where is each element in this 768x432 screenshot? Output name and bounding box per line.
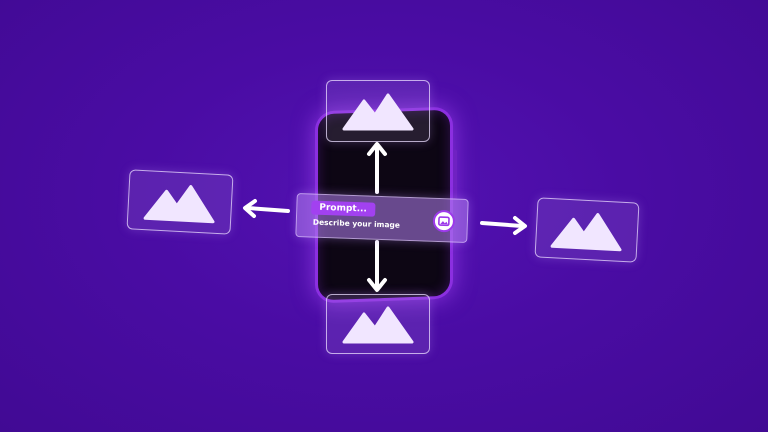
mountain-image-icon — [143, 185, 215, 224]
prompt-bar[interactable]: Prompt... Describe your image — [295, 193, 469, 243]
mountain-image-icon — [342, 306, 414, 344]
image-card-top — [326, 80, 430, 142]
generate-button[interactable] — [432, 209, 456, 233]
arrow-up-icon — [367, 142, 387, 194]
arrow-down-icon — [367, 240, 387, 292]
prompt-input-text[interactable]: Describe your image — [312, 217, 401, 230]
image-generate-icon — [438, 216, 450, 227]
mountain-image-icon — [550, 213, 622, 252]
image-card-bottom — [326, 294, 430, 354]
image-card-right — [534, 197, 640, 263]
arrow-right-icon — [480, 216, 527, 235]
image-card-left — [126, 169, 234, 235]
mountain-image-icon — [342, 93, 414, 131]
arrow-left-icon — [243, 199, 290, 218]
prompt-label: Prompt... — [311, 200, 376, 217]
